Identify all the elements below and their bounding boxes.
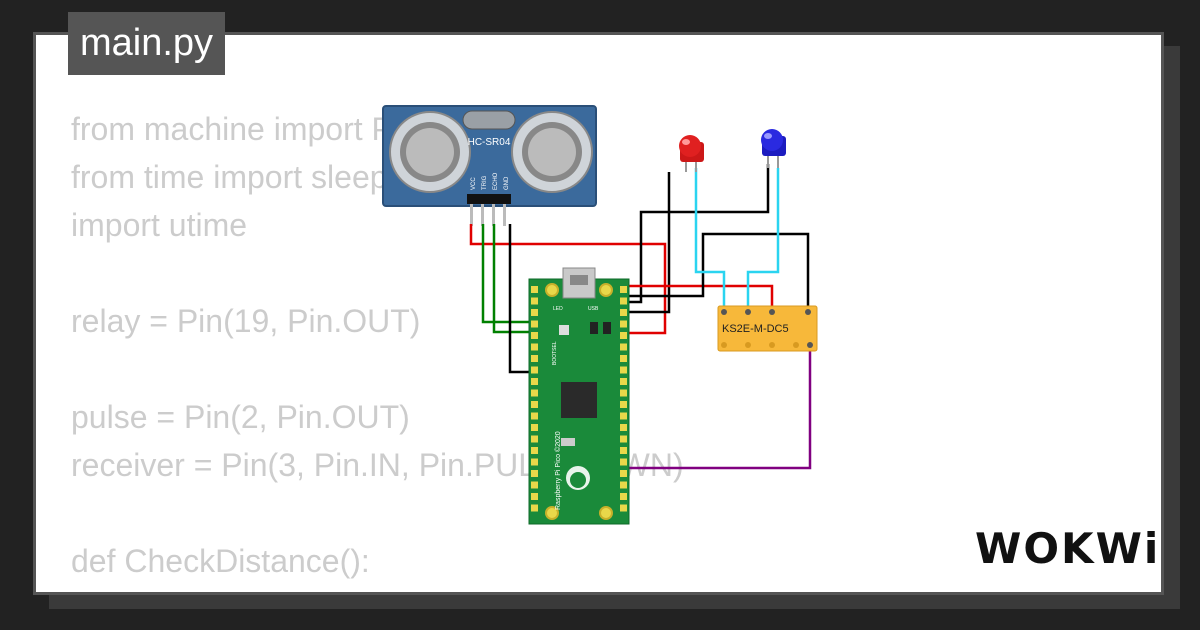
- usb-port: [562, 267, 596, 299]
- sensor-pin-trig-label: TRIG: [482, 175, 488, 190]
- pico-pin[interactable]: [531, 332, 538, 339]
- pico-pin[interactable]: [620, 424, 627, 431]
- pico-pin[interactable]: [620, 378, 627, 385]
- pico-pin[interactable]: [531, 493, 538, 500]
- pico-pin[interactable]: [531, 435, 538, 443]
- pico-pin[interactable]: [531, 447, 538, 454]
- code-line: pulse = Pin(2, Pin.OUT): [71, 399, 410, 435]
- pico-pin[interactable]: [620, 412, 627, 420]
- pico-pin[interactable]: [620, 435, 627, 443]
- sensor-model-label: HC-SR04: [468, 137, 511, 148]
- bootsel-button: [559, 325, 569, 335]
- pico-pin[interactable]: [620, 458, 627, 466]
- pico-pin[interactable]: [620, 493, 627, 500]
- wire-red-led-cyan: [694, 168, 726, 308]
- pico-led-label: LED: [553, 306, 563, 312]
- sensor-pin-vcc-label: VCC: [471, 177, 477, 190]
- wire-relay-signal-purple: [622, 350, 812, 470]
- pico-usb-label: USB: [588, 306, 599, 312]
- pico-pin[interactable]: [531, 378, 538, 385]
- wire-relay-power-red: [622, 284, 774, 308]
- led-blue[interactable]: [761, 129, 786, 168]
- pico-pin[interactable]: [531, 401, 538, 408]
- pico-pin[interactable]: [620, 447, 627, 454]
- pico-pin[interactable]: [620, 297, 627, 305]
- code-line: import utime: [71, 207, 248, 243]
- pico-pin[interactable]: [620, 401, 627, 408]
- pico-pin[interactable]: [531, 412, 538, 420]
- pico-pin[interactable]: [531, 355, 538, 362]
- wire-blue-led-cyan: [746, 168, 780, 308]
- pico-pin[interactable]: [620, 470, 627, 477]
- pico-pin[interactable]: [620, 332, 627, 339]
- led-red[interactable]: [679, 135, 704, 172]
- wire-vcc-red: [469, 224, 667, 335]
- wires: [469, 164, 812, 470]
- pico-pin[interactable]: [620, 355, 627, 362]
- wire-red-led-black: [622, 172, 671, 314]
- pico-pin[interactable]: [531, 481, 538, 489]
- code-line: def CheckDistance():: [71, 543, 370, 579]
- pico-bootsel-label: BOOTSEL: [552, 341, 558, 365]
- pico-pin[interactable]: [531, 458, 538, 466]
- pico-pin[interactable]: [620, 389, 627, 397]
- pico-pin[interactable]: [620, 343, 627, 351]
- wire-trig-green: [481, 224, 540, 324]
- wire-blue-led-black: [622, 164, 770, 304]
- pico-pin[interactable]: [620, 286, 627, 293]
- pico-pin[interactable]: [531, 297, 538, 305]
- pico-board[interactable]: LED USB BOOTSEL Raspberry Pi Pico ©2020: [528, 267, 630, 525]
- wire-echo-green: [492, 224, 540, 334]
- pico-pin[interactable]: [531, 470, 538, 477]
- relay-module[interactable]: KS2E-M-DC5: [717, 305, 818, 352]
- pico-pin[interactable]: [531, 320, 538, 328]
- pico-pin[interactable]: [620, 366, 627, 374]
- rp2040-chip: [561, 382, 597, 418]
- pico-pin[interactable]: [531, 343, 538, 351]
- code-line: from time import sleep: [71, 159, 388, 195]
- file-tab[interactable]: main.py: [68, 12, 226, 75]
- wokwi-logo: WOKWi: [975, 524, 1161, 573]
- ultrasonic-sensor[interactable]: HC-SR04 VCC TRIG ECHO GND: [382, 105, 597, 226]
- pico-pin[interactable]: [620, 309, 627, 316]
- pico-pin[interactable]: [531, 504, 538, 512]
- pico-pin[interactable]: [531, 366, 538, 374]
- code-line: relay = Pin(19, Pin.OUT): [71, 303, 421, 339]
- pico-pin[interactable]: [620, 504, 627, 512]
- pico-pin[interactable]: [531, 424, 538, 431]
- wire-relay-gnd-black: [622, 232, 810, 308]
- pico-pin[interactable]: [620, 481, 627, 489]
- pico-pin[interactable]: [531, 286, 538, 293]
- pico-pin[interactable]: [620, 320, 627, 328]
- pico-brand-label: Raspberry Pi Pico ©2020: [554, 431, 562, 510]
- sensor-pin-gnd-label: GND: [504, 176, 510, 190]
- relay-model-label: KS2E-M-DC5: [722, 323, 789, 335]
- code-line: SpeedOfSound_in_MM = 0.343: [71, 585, 684, 592]
- pico-pin[interactable]: [531, 389, 538, 397]
- pico-pin[interactable]: [531, 309, 538, 316]
- sensor-pin-echo-label: ECHO: [493, 172, 499, 190]
